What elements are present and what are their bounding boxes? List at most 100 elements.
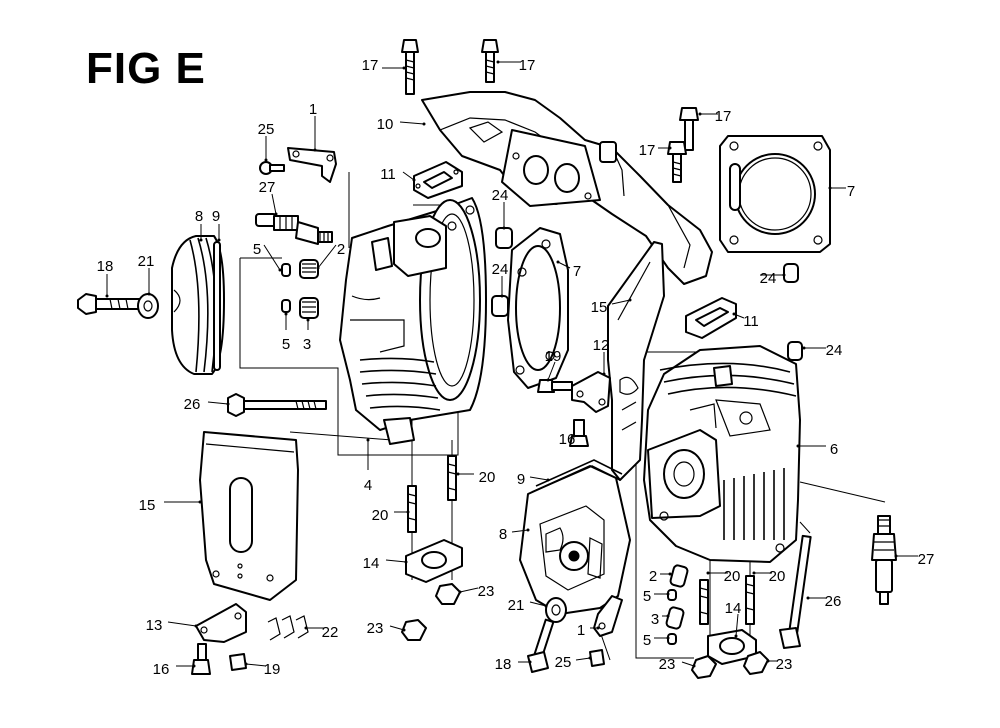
callout-label-c-6: 6 (830, 441, 838, 458)
gasket-7-center (507, 227, 569, 389)
callout-label-c-5a: 5 (253, 241, 261, 258)
callout-label-c-25a: 25 (258, 121, 275, 138)
callout-leader-tip-c-3a (306, 318, 310, 322)
callout-leader-tip-c-9a (217, 238, 221, 242)
callout-label-c-24c: 24 (760, 270, 777, 287)
callout-label-c-23a: 23 (478, 583, 495, 600)
valve-parts-left (281, 259, 319, 319)
callout-leader-tip-c-16a (572, 434, 576, 438)
callout-leader-c-14a (385, 559, 407, 563)
callout-leader-tip-c-2a (316, 266, 320, 270)
callout-leader-tip-c-24a (502, 226, 506, 230)
callout-label-c-21a: 21 (138, 253, 155, 270)
callout-leader-tip-c-21b (544, 604, 548, 608)
callout-leader-tip-c-12 (602, 372, 606, 376)
callout-label-c-17a: 17 (362, 57, 379, 74)
callout-leader-tip-c-19b (244, 662, 248, 666)
callout-leader-tip-c-7b (556, 260, 560, 264)
callout-label-c-20c: 20 (724, 568, 741, 585)
callout-leader-tip-c-18a (105, 294, 109, 298)
callout-leader-c-9b (529, 476, 549, 481)
callout-label-c-15a: 15 (591, 299, 608, 316)
callout-leader-tip-c-11a (412, 178, 416, 182)
gasket-11-right (685, 297, 737, 339)
callout-leader-tip-c-5d (666, 636, 670, 640)
cylinder-block-right (643, 345, 801, 563)
callout-label-c-17b: 17 (519, 57, 536, 74)
callout-leader-c-13 (167, 621, 197, 627)
callout-leader-tip-c-3b (666, 614, 670, 618)
callout-leader-tip-c-19a (546, 378, 550, 382)
callout-leader-tip-c-5a (278, 268, 282, 272)
callout-label-c-12: 12 (593, 337, 610, 354)
callout-label-c-24a: 24 (492, 187, 509, 204)
callout-leader-tip-c-20d (752, 571, 756, 575)
callout-leader-tip-c-26a (226, 402, 230, 406)
callout-leader-tip-c-27b (894, 554, 898, 558)
callout-leader-tip-c-1b (596, 626, 600, 630)
bracket-12 (537, 371, 611, 447)
callout-leader-tip-c-25a (264, 158, 268, 162)
callout-leader-tip-c-5c (666, 592, 670, 596)
callout-label-c-16a: 16 (559, 431, 576, 448)
callout-label-c-3a: 3 (303, 336, 311, 353)
callout-label-c-5c: 5 (643, 588, 651, 605)
callout-leader-tip-c-20b (406, 510, 410, 514)
callout-leader-tip-c-14a (404, 560, 408, 564)
callout-label-c-11b: 11 (743, 313, 759, 330)
callout-leader-tip-c-13 (194, 624, 198, 628)
callout-leader-tip-c-2b (668, 572, 672, 576)
callout-label-c-27b: 27 (918, 551, 935, 568)
callout-label-c-14b: 14 (725, 600, 742, 617)
exhaust-parts-right (691, 575, 769, 679)
callout-leader-tip-c-23d (766, 659, 770, 663)
gasket-7-top (719, 135, 831, 253)
callout-leader-tip-c-20c (706, 571, 710, 575)
callout-leader-tip-c-25b (588, 656, 592, 660)
callout-label-c-18b: 18 (495, 656, 512, 673)
callout-label-c-19a: 19 (545, 348, 562, 365)
through-bolt-26-right (779, 534, 812, 649)
spark-plug-27-left (255, 213, 333, 245)
callout-leader-c-7b (557, 261, 571, 269)
callout-label-c-10: 10 (377, 116, 394, 133)
dowels-24-right (783, 263, 803, 361)
callout-leader-tip-c-8a (199, 238, 203, 242)
callout-label-c-23d: 23 (776, 656, 793, 673)
valve-parts-right (665, 564, 689, 645)
callout-leader-tip-c-6 (796, 444, 800, 448)
callout-label-c-2b: 2 (649, 568, 657, 585)
callout-label-c-24d: 24 (826, 342, 843, 359)
callout-leader-tip-c-11b (732, 312, 736, 316)
callout-leader-tip-c-15b (198, 500, 202, 504)
callout-leader-tip-c-20a (456, 472, 460, 476)
callout-leader-c-21b (529, 601, 547, 607)
callout-label-c-18a: 18 (97, 258, 114, 275)
callout-leader-c-5a (263, 244, 281, 271)
through-bolt-26-left (227, 393, 327, 417)
callout-leader-tip-c-17b (496, 60, 500, 64)
callout-label-c-8a: 8 (195, 208, 203, 225)
callout-label-c-26a: 26 (184, 396, 201, 413)
callout-leader-tip-c-24c (782, 273, 786, 277)
callout-label-c-17c: 17 (715, 108, 732, 125)
bolts-17 (401, 39, 699, 183)
callout-label-c-14a: 14 (363, 555, 380, 572)
callout-label-c-1b: 1 (577, 622, 585, 639)
callout-label-c-20d: 20 (769, 568, 786, 585)
callout-label-c-22: 22 (322, 624, 339, 641)
callout-label-c-23c: 23 (659, 656, 676, 673)
callout-leader-tip-c-22 (304, 626, 308, 630)
figure-title: FIG E (86, 44, 206, 93)
callout-leader-tip-c-17d (668, 146, 672, 150)
callout-leader-c-15a (611, 299, 631, 305)
callout-label-c-9a: 9 (212, 208, 220, 225)
callout-label-c-21b: 21 (508, 597, 525, 614)
callout-leader-tip-c-23b (402, 628, 406, 632)
callout-leader-c-19b (245, 663, 267, 667)
callout-label-c-15b: 15 (139, 497, 156, 514)
head-cover-assembly-center (519, 459, 631, 615)
callout-label-c-25b: 25 (555, 654, 572, 671)
